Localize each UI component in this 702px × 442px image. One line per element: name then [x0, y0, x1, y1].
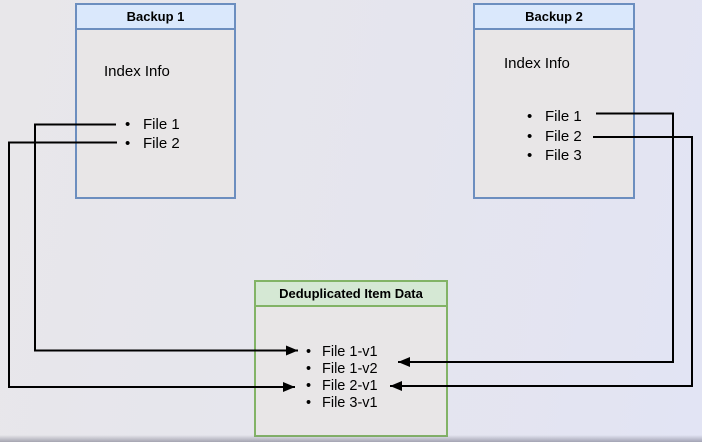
backup2-header: Backup 2 [475, 5, 633, 30]
list-item: File 2 [525, 127, 582, 147]
backup1-box: Backup 1 Index Info File 1File 2 [75, 3, 236, 199]
backup1-title: Backup 1 [126, 9, 185, 24]
list-item: File 2 [123, 135, 180, 154]
backup2-title: Backup 2 [525, 9, 583, 24]
backup1-header: Backup 1 [77, 5, 234, 30]
backup1-index-info-label: Index Info [104, 63, 170, 80]
backup2-index-info-label: Index Info [504, 55, 570, 72]
list-item: File 3 [525, 146, 582, 166]
list-item: File 1 [123, 116, 180, 135]
backup2-file-list: File 1File 2File 3 [525, 107, 582, 166]
dedup-header: Deduplicated Item Data [256, 282, 446, 307]
list-item: File 2-v1 [306, 378, 378, 395]
dedup-title: Deduplicated Item Data [279, 286, 423, 301]
list-item: File 1 [525, 107, 582, 127]
list-item: File 1-v2 [306, 361, 378, 378]
backup1-file-list: File 1File 2 [123, 116, 180, 153]
list-item: File 1-v1 [306, 344, 378, 361]
dedup-item-list: File 1-v1File 1-v2File 2-v1File 3-v1 [306, 344, 378, 412]
list-item: File 3-v1 [306, 395, 378, 412]
backup2-box: Backup 2 Index Info File 1File 2File 3 [473, 3, 635, 199]
dedup-box: Deduplicated Item Data File 1-v1File 1-v… [254, 280, 448, 437]
